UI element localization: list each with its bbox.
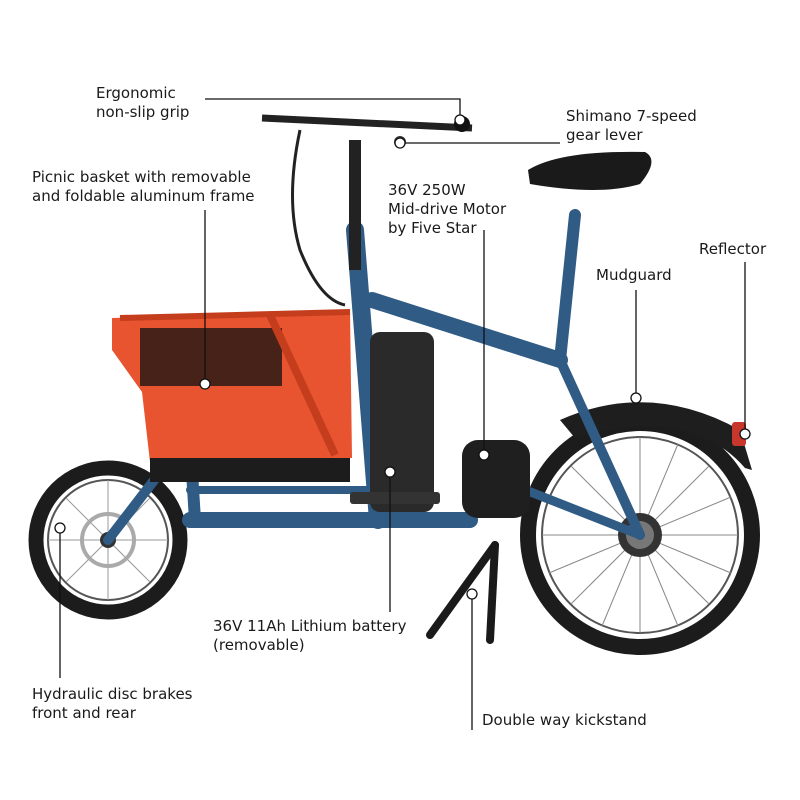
dot-reflector: [739, 428, 751, 440]
label-kickstand: Double way kickstand: [482, 711, 647, 730]
label-grip-line-1: Ergonomic: [96, 84, 176, 102]
label-motor-line-1: 36V 250W: [388, 181, 466, 199]
label-mudguard: Mudguard: [596, 266, 672, 285]
label-motor: 36V 250W Mid-drive Motor by Five Star: [388, 181, 506, 238]
saddle: [528, 151, 652, 190]
mudguard: [560, 402, 752, 470]
label-basket-line-2: and foldable aluminum frame: [32, 187, 255, 205]
label-battery: 36V 11Ah Lithium battery (removable): [213, 617, 406, 655]
label-battery-line-1: 36V 11Ah Lithium battery: [213, 617, 407, 635]
callout-dots: [54, 114, 751, 600]
reflector: [732, 422, 746, 446]
pedal: [350, 492, 440, 504]
battery: [370, 332, 434, 512]
label-kickstand-line-1: Double way kickstand: [482, 711, 647, 729]
label-brakes: Hydraulic disc brakes front and rear: [32, 685, 193, 723]
motor: [462, 440, 530, 518]
label-gear-lever-line-2: gear lever: [566, 126, 643, 144]
label-brakes-line-2: front and rear: [32, 704, 136, 722]
leader-grip: [205, 98, 461, 120]
label-gear-lever-line-1: Shimano 7-speed: [566, 107, 697, 125]
label-motor-line-2: Mid-drive Motor: [388, 200, 507, 218]
label-grip-line-2: non-slip grip: [96, 103, 190, 121]
label-reflector: Reflector: [699, 240, 766, 259]
label-reflector-line-1: Reflector: [699, 240, 767, 258]
label-motor-line-3: by Five Star: [388, 219, 477, 237]
dot-grip: [454, 114, 466, 126]
label-grip: Ergonomic non-slip grip: [96, 84, 189, 122]
label-brakes-line-1: Hydraulic disc brakes: [32, 685, 193, 703]
label-mudguard-line-1: Mudguard: [596, 266, 672, 284]
basket: [112, 309, 352, 482]
dot-gear: [394, 137, 406, 149]
label-battery-line-2: (removable): [213, 636, 305, 654]
dot-mudguard: [630, 392, 642, 404]
dot-motor: [478, 449, 490, 461]
label-basket: Picnic basket with removable and foldabl…: [32, 168, 255, 206]
dot-brakes: [54, 522, 66, 534]
dot-battery: [384, 466, 396, 478]
label-basket-line-1: Picnic basket with removable: [32, 168, 251, 186]
dot-basket: [199, 378, 211, 390]
callout-lines: [59, 98, 746, 730]
label-gear-lever: Shimano 7-speed gear lever: [566, 107, 697, 145]
kickstand: [426, 541, 499, 644]
dot-kickstand: [466, 588, 478, 600]
